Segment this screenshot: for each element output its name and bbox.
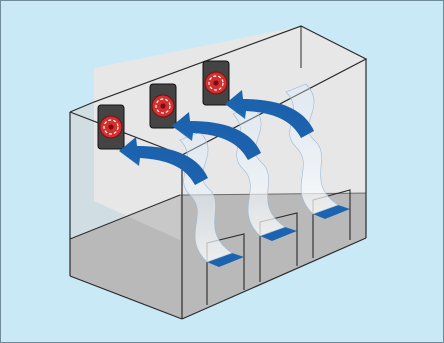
floor-vent-icon xyxy=(313,205,350,219)
floor-vent-2 xyxy=(259,212,298,282)
wall-fan-icon xyxy=(149,83,177,129)
wall-fan-1 xyxy=(97,104,125,150)
wall-fan-icon xyxy=(202,60,230,106)
floor-back-edge xyxy=(69,194,181,240)
wall-fan-icon xyxy=(97,104,125,150)
room-top-edge xyxy=(69,25,368,156)
room-front-left-wall xyxy=(70,102,180,240)
airflow-arrow-icon xyxy=(172,112,261,160)
floor-vent-icon xyxy=(207,253,244,267)
room-bottom-right-edge xyxy=(181,237,367,320)
airflow-arrow-icon xyxy=(119,137,208,185)
floor-vent-3 xyxy=(312,189,351,258)
floor-vent-icon xyxy=(260,227,297,241)
airflow-arrow-icon xyxy=(225,90,314,138)
floor-vent-1 xyxy=(206,233,245,305)
room-bottom-left-edge xyxy=(69,275,183,320)
wall-fan-3 xyxy=(202,60,230,106)
wall-fan-2 xyxy=(149,83,177,129)
